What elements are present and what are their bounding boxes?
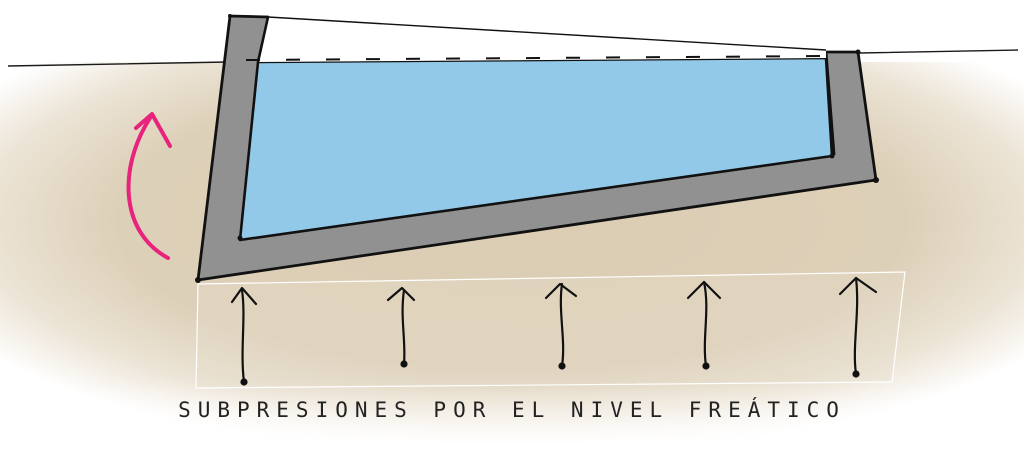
water-level-line	[245, 55, 827, 61]
pool-inner-wall-top	[256, 16, 270, 63]
corner-dots	[195, 14, 879, 283]
arrow-up-icon	[386, 286, 416, 368]
diagram-caption: SUBPRESIONES POR EL NIVEL FREÁTICO	[178, 398, 846, 422]
arrow-up-icon	[838, 276, 878, 378]
arrow-up-icon	[230, 286, 258, 386]
pool-air-gap	[258, 17, 826, 62]
arrow-up-icon	[686, 280, 722, 370]
soil-fade	[0, 380, 1024, 450]
arrow-up-icon	[544, 282, 578, 370]
pool-rim-line	[267, 16, 827, 51]
curved-arrow-icon	[126, 112, 172, 260]
uplift-arrows	[230, 276, 878, 386]
ground-line	[7, 49, 1019, 67]
pressure-zone	[195, 271, 906, 389]
